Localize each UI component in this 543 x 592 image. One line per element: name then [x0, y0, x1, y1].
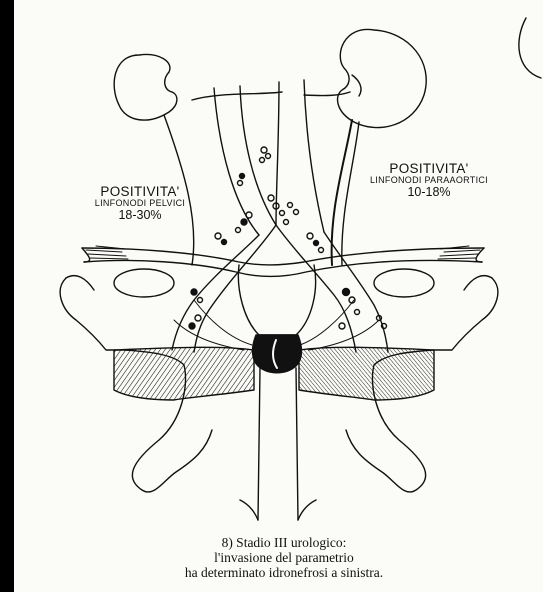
vaginal-introitus [240, 500, 316, 520]
stray-arc [519, 18, 541, 78]
fallopian-tubes [82, 248, 484, 265]
pelvic-title: POSITIVITA' [70, 185, 210, 199]
left-iliac-crest [66, 276, 94, 290]
caption-line-2: l'invasione del parametrio [74, 551, 494, 566]
paraaortic-percent: 10-18% [344, 186, 514, 199]
right-iliac-crest [464, 276, 492, 290]
left-iliac-vessel [172, 235, 259, 350]
right-renal-pelvis [352, 75, 361, 96]
figure-caption: 8) Stadio III urologico: l'invasione del… [74, 536, 494, 581]
illustration-page: POSITIVITA' LINFONODI PELVICI 18-30% POS… [14, 0, 543, 592]
anatomical-drawing [14, 0, 543, 592]
paraaortic-title: POSITIVITA' [344, 162, 514, 176]
paraaortic-lymph-nodes [215, 147, 324, 253]
caption-line-3: ha determinato idronefrosi a sinistra. [74, 566, 494, 581]
left-parametrium [114, 347, 254, 400]
left-black-border [0, 0, 14, 592]
right-ovary [374, 269, 434, 297]
left-iliac-vessel-2 [194, 225, 276, 352]
right-kidney-hydronephrosis [338, 29, 427, 127]
right-parametrium-invaded [299, 347, 434, 400]
caption-line-1: 8) Stadio III urologico: [74, 536, 494, 551]
left-ovary [114, 269, 174, 297]
vagina [258, 368, 298, 520]
right-renal-vessel [304, 92, 350, 96]
paraaortic-nodes-label: POSITIVITA' LINFONODI PARAAORTICI 10-18% [344, 162, 514, 199]
aorta-right-wall [304, 80, 324, 232]
pelvic-lymph-nodes [189, 289, 387, 330]
pelvic-nodes-label: POSITIVITA' LINFONODI PELVICI 18-30% [70, 185, 210, 222]
left-renal-vessel [192, 92, 282, 100]
vena-cava-left-wall [214, 88, 259, 235]
right-iliac-vessel-2 [324, 232, 388, 352]
pelvic-percent: 18-30% [70, 209, 210, 222]
left-kidney [114, 54, 177, 120]
